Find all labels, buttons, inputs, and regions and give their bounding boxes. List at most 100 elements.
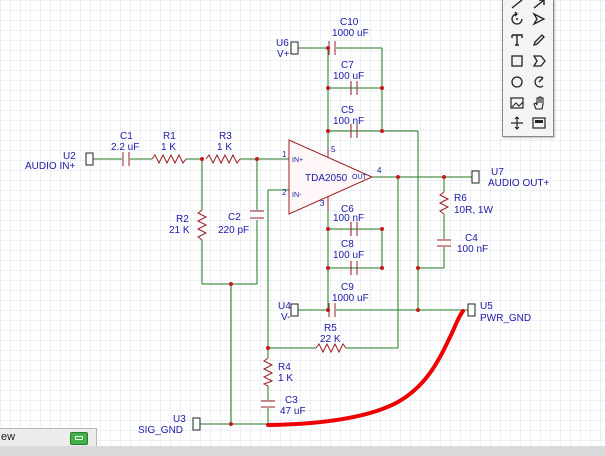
c1-value: 2.2 uF [111,142,139,153]
resistor-r2-symbol [196,209,208,241]
port-u3-net: SIG_GND [138,425,183,436]
line-tool-icon[interactable] [507,0,527,14]
resistor-r1-symbol [151,153,187,165]
junctions [200,46,446,426]
pen-tool-icon[interactable] [529,30,549,50]
r5-ref: R5 [324,323,337,334]
arrow-tool-icon[interactable] [529,0,549,14]
r4-value: 1 K [278,373,293,384]
c8-value: 100 uF [333,250,364,261]
wires [93,47,472,425]
arc-tool-icon[interactable] [529,72,549,92]
rectangle-tool-icon[interactable] [507,51,527,71]
amplifier-pin-5: 5 [331,145,336,154]
port-u6-ref: U6 [276,38,289,49]
capacitor-c2-symbol [250,210,264,219]
amplifier-name: TDA2050 [305,173,348,184]
capacitor-c10-symbol [328,41,336,55]
c7-ref: C7 [341,60,354,71]
move-tool-icon[interactable] [507,113,527,133]
port-u5-ref: U5 [480,301,493,312]
port-u2-net: AUDIO IN+ [25,161,75,172]
port-u4-ref: U4 [278,301,291,312]
capacitor-c5-symbol [350,124,358,138]
r6-ref: R6 [454,193,467,204]
c4-ref: C4 [465,233,478,244]
pointer-tool-icon[interactable] [529,9,549,29]
r6-value: 10R, 1W [454,205,493,216]
c7-value: 100 uF [333,71,364,82]
port-u5-box [467,303,476,317]
shape-tool-icon[interactable] [529,51,549,71]
capacitor-c7-symbol [350,81,358,95]
status-text: ew [1,431,16,443]
capacitor-c9-symbol [328,303,336,317]
c1-ref: C1 [120,131,133,142]
amplifier-in-plus-label: IN+ [292,157,303,164]
c3-ref: C3 [285,395,298,406]
port-u7-net: AUDIO OUT+ [488,178,550,189]
port-u7-ref: U7 [491,167,504,178]
r3-ref: R3 [219,131,232,142]
screen-tool-icon[interactable] [529,113,549,133]
resistor-r3-symbol [205,153,241,165]
capacitor-c4-symbol [437,239,451,247]
c9-value: 1000 uF [332,293,369,304]
component-symbols [122,41,451,408]
r1-ref: R1 [163,131,176,142]
port-u2-box [85,152,94,166]
hand-tool-icon[interactable] [529,93,549,113]
c3-value: 47 uF [280,406,306,417]
r1-value: 1 K [161,142,176,153]
amplifier-pin-1: 1 [282,150,287,159]
drawing-toolbar [502,0,554,137]
c9-ref: C9 [341,282,354,293]
c6-ref: C6 [341,204,354,215]
status-bar: ew [0,428,97,447]
port-u6-box [290,41,299,55]
capacitor-c3-symbol [261,400,275,408]
port-u5-net: PWR_GND [480,313,531,324]
r5-value: 22 K [320,334,341,345]
amplifier-tda2050-symbol [288,139,374,215]
port-u3-ref: U3 [173,414,186,425]
bottom-scroll-strip [0,446,605,456]
amplifier-pin-4: 4 [377,166,382,175]
circle-arrow-tool-icon[interactable] [507,9,527,29]
c8-ref: C8 [341,239,354,250]
c10-value: 1000 uF [332,28,369,39]
c4-value: 100 nF [457,244,488,255]
c5-value: 100 nF [333,116,364,127]
c10-ref: C10 [340,17,359,28]
port-u6-net: V+ [277,49,290,60]
r4-ref: R4 [278,362,291,373]
r2-value: 21 K [169,225,190,236]
port-u4-box [290,303,299,317]
ellipse-tool-icon[interactable] [507,72,527,92]
amplifier-out-label: OUT [352,174,368,181]
amplifier-in-minus-label: IN- [292,192,302,199]
resistor-r6-symbol [438,191,450,215]
restore-window-button[interactable] [70,432,88,445]
c2-ref: C2 [228,212,241,223]
capacitor-c8-symbol [350,261,358,275]
labels: U2 AUDIO IN+ U3 SIG_GND U4 V- U5 PWR_GND… [25,17,550,436]
resistor-r5-symbol [315,342,347,354]
amplifier-pin-3: 3 [320,199,325,208]
red-annotation-stroke [266,309,465,427]
port-boxes [85,41,480,431]
image-tool-icon[interactable] [507,93,527,113]
port-u3-box [192,417,201,431]
c2-value: 220 pF [218,225,249,236]
text-tool-icon[interactable] [507,30,527,50]
capacitor-c6-symbol [350,222,358,236]
capacitor-c1-symbol [122,152,130,166]
r3-value: 1 K [217,142,232,153]
c6-value: 100 nF [333,213,364,224]
port-u2-ref: U2 [63,151,76,162]
port-u7-box [471,170,480,184]
r2-ref: R2 [176,214,189,225]
resistor-r4-symbol [262,357,274,387]
c5-ref: C5 [341,105,354,116]
amplifier-pin-2: 2 [282,188,287,197]
